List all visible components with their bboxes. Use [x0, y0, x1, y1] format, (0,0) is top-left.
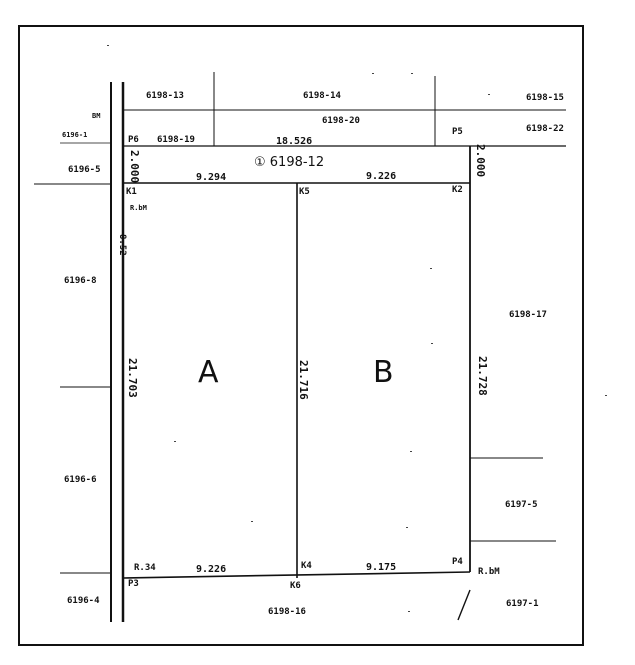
scan-speck — [107, 45, 109, 46]
point-p3: P3 — [128, 579, 139, 589]
lot-b-label: B — [373, 355, 394, 390]
parcel-6198-20: 6198-20 — [322, 116, 360, 126]
parcel-6197-1: 6197-1 — [506, 599, 539, 609]
parcel-6196-6: 6196-6 — [64, 475, 97, 485]
dim-left-upper: 8.52 — [117, 234, 127, 256]
point-k6: K6 — [290, 581, 301, 591]
point-k4: K4 — [301, 561, 312, 571]
point-p6: P6 — [128, 135, 139, 145]
point-k5: K5 — [299, 187, 310, 197]
point-rbm: R.bM — [478, 567, 500, 577]
south-boundary — [122, 571, 471, 579]
dim-top-b: 9.226 — [366, 171, 397, 182]
east-slant — [457, 589, 471, 621]
scan-speck — [251, 521, 253, 522]
dim-bottom-b: 9.175 — [366, 562, 397, 573]
scan-speck — [430, 268, 432, 269]
parcel-6196-1: 6196-1 — [62, 131, 88, 139]
point-k1-sub: R.bM — [130, 204, 147, 212]
point-p4: P4 — [452, 557, 463, 567]
parcel-6197-5: 6197-5 — [505, 500, 538, 510]
parcel-6198-16: 6198-16 — [268, 607, 306, 617]
scan-speck — [605, 395, 607, 396]
parcel-6196-4: 6196-4 — [67, 596, 100, 606]
dim-top-road: 18.526 — [276, 136, 313, 147]
lot-a-label: A — [198, 355, 219, 390]
scan-speck — [408, 611, 410, 612]
parcel-6198-19: 6198-19 — [157, 135, 195, 145]
parcel-6198-13: 6198-13 — [146, 91, 184, 101]
scan-speck — [431, 343, 433, 344]
parcel-6198-14: 6198-14 — [303, 91, 341, 101]
parcel-6198-15: 6198-15 — [526, 93, 564, 103]
parcel-6196-5: 6196-5 — [68, 165, 101, 175]
dim-right-road: 2.000 — [474, 144, 487, 178]
drawing-frame — [18, 25, 584, 646]
parcel-6198-17: 6198-17 — [509, 310, 547, 320]
point-k1: K1 — [126, 187, 137, 197]
point-p5: P5 — [452, 127, 463, 137]
scan-speck — [410, 451, 412, 452]
point-k2: K2 — [452, 185, 463, 195]
main-lot-label: ① 6198-12 — [254, 155, 325, 170]
dim-bottom-a: 9.226 — [196, 564, 227, 575]
scan-speck — [174, 441, 176, 442]
parcel-6198-22: 6198-22 — [526, 124, 564, 134]
dim-right-b: 21.728 — [476, 356, 489, 396]
dim-left-road: 2.000 — [128, 150, 141, 184]
parcel-6196-8: 6196-8 — [64, 276, 97, 286]
dim-left-a: 21.703 — [126, 358, 139, 398]
scan-speck — [372, 73, 374, 74]
scan-speck — [406, 527, 408, 528]
dim-mid: 21.716 — [297, 360, 310, 400]
point-r34: R.34 — [134, 563, 156, 573]
parcel-bm-note: BM — [92, 112, 101, 120]
scan-speck — [488, 94, 490, 95]
dim-top-a: 9.294 — [196, 172, 227, 183]
scan-speck — [411, 73, 413, 74]
